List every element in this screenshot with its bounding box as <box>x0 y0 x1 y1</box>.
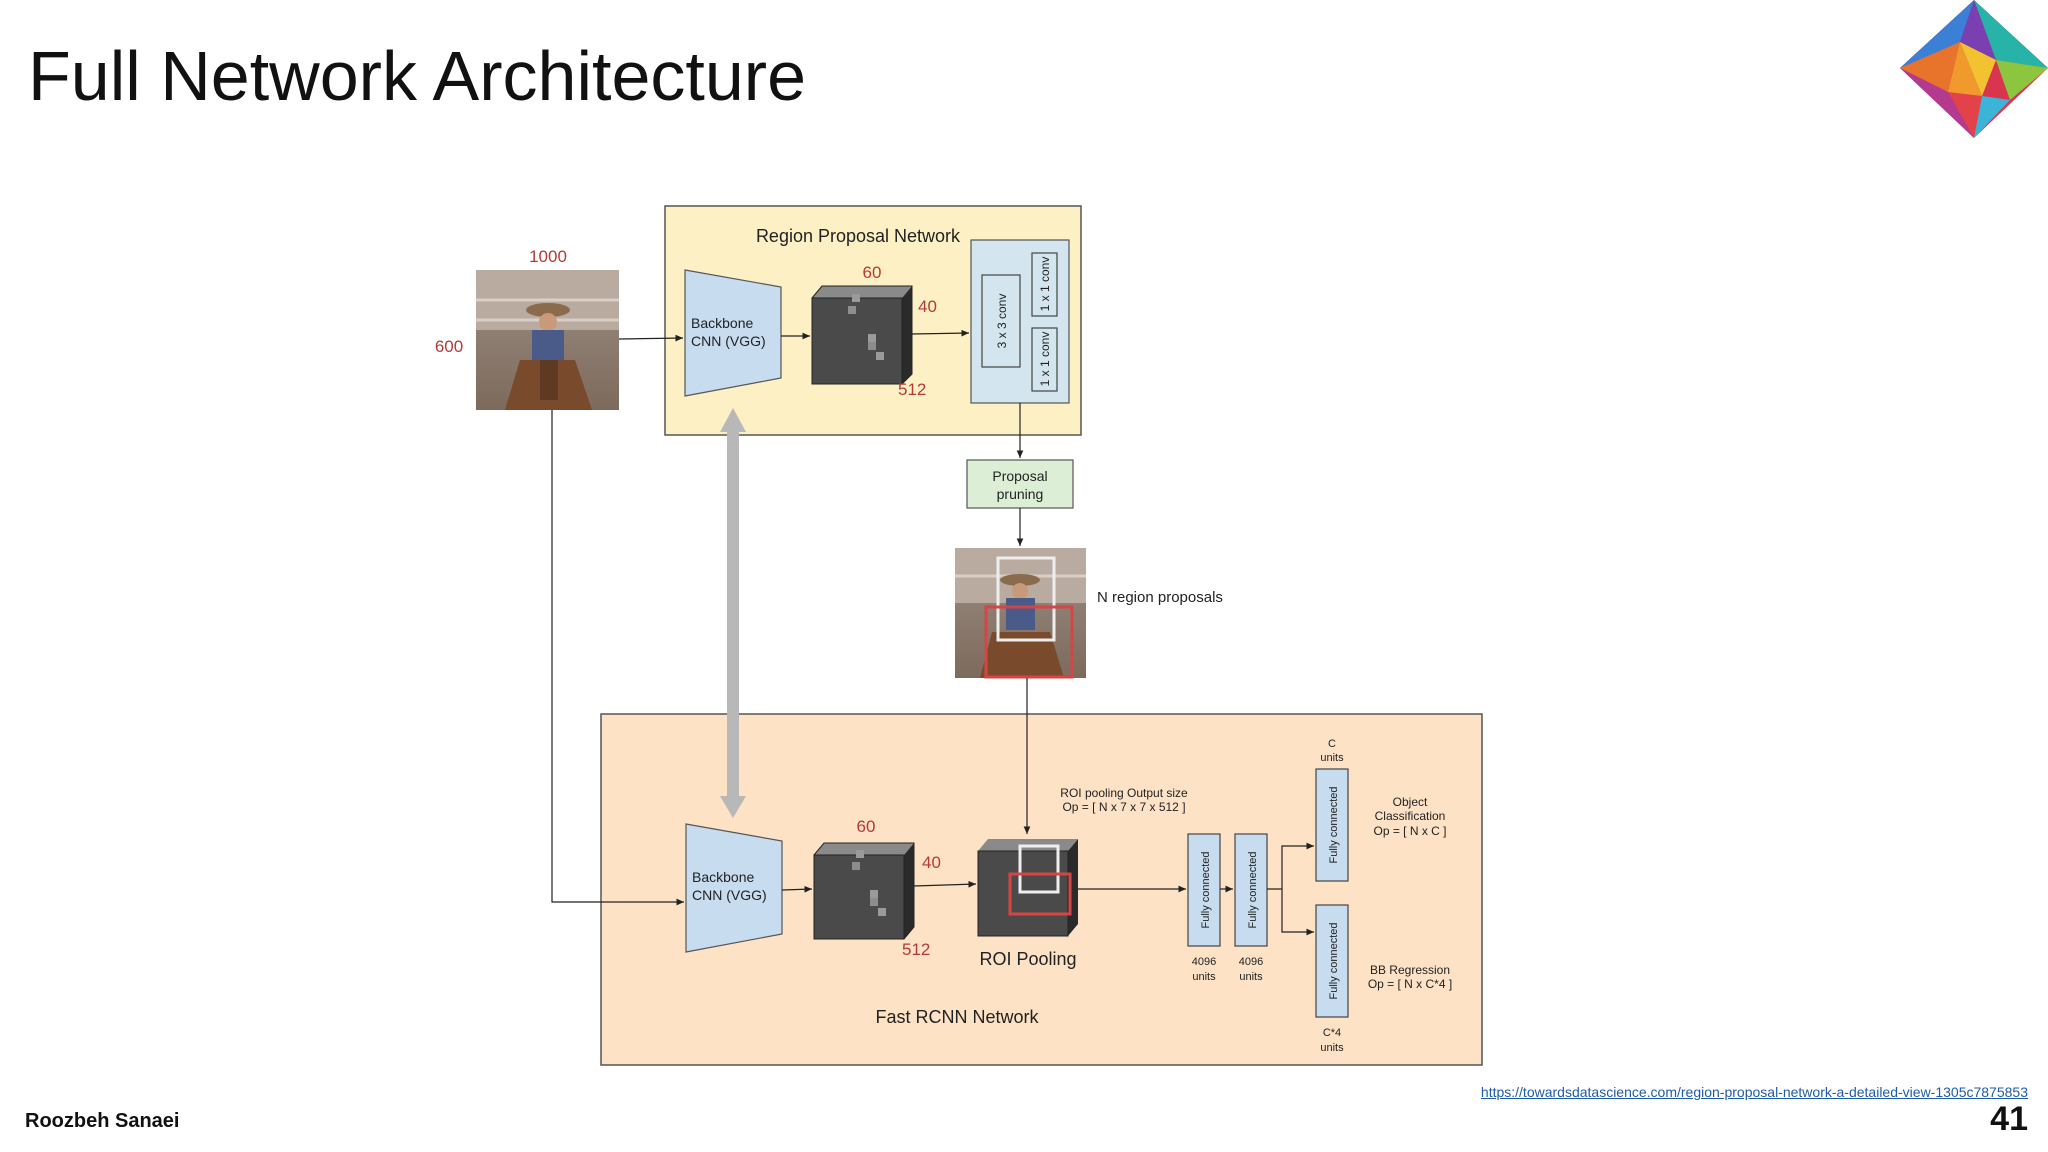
fast-fm-height-label: 40 <box>922 853 941 872</box>
input-height-label: 600 <box>435 337 463 356</box>
shared-weights-double-arrow <box>720 408 746 818</box>
roi-output-size-line1: ROI pooling Output size <box>1060 786 1188 800</box>
classification-line1: Object <box>1393 795 1428 809</box>
page-number: 41 <box>1990 1100 2028 1138</box>
fc-regression-block <box>1315 904 1349 1018</box>
fast-backbone-label-line1: Backbone <box>692 869 754 885</box>
connectors <box>551 329 1314 936</box>
c4-units-line1: C*4 <box>1323 1027 1341 1039</box>
fast-rcnn-title: Fast RCNN Network <box>875 1007 1039 1027</box>
rpn-fm-height-label: 40 <box>918 297 937 316</box>
proposal-pruning-line1: Proposal <box>992 468 1047 484</box>
fc2-block <box>1234 833 1268 947</box>
fc2-units-line1: 4096 <box>1239 956 1263 968</box>
conv-1x1-bottom-label: 1 x 1 conv <box>1038 332 1052 387</box>
conv-1x1-top-label: 1 x 1 conv <box>1038 257 1052 312</box>
slide-title: Full Network Architecture <box>28 37 807 115</box>
proposal-pruning-box <box>966 459 1074 509</box>
fast-backbone-cnn <box>685 823 783 953</box>
rpn-feature-map-cube <box>811 285 913 385</box>
fast-fm-depth-label: 512 <box>902 940 930 959</box>
roi-pooling-label: ROI Pooling <box>979 949 1076 969</box>
fc1-units-line2: units <box>1192 971 1216 983</box>
fc-classification-label: Fully connected <box>1328 786 1340 863</box>
c-units-line1: C <box>1328 738 1336 750</box>
fc-classification-block <box>1315 768 1349 882</box>
conv-3x3-label: 3 x 3 conv <box>995 294 1009 349</box>
proposals-label: N region proposals <box>1097 589 1223 606</box>
bb-regression-line1: BB Regression <box>1370 963 1450 977</box>
fc1-label: Fully connected <box>1200 851 1212 928</box>
proposals-image-cowboy-photo-with-boxes-icon <box>955 548 1086 679</box>
roi-output-size-line2: Op = [ N x 7 x 7 x 512 ] <box>1062 800 1185 814</box>
c-units-line2: units <box>1320 752 1344 764</box>
conv-3x3-block <box>981 274 1021 368</box>
fc2-units-line2: units <box>1239 971 1263 983</box>
input-width-label: 1000 <box>529 247 567 266</box>
bb-regression-line2: Op = [ N x C*4 ] <box>1368 977 1452 991</box>
rpn-title: Region Proposal Network <box>756 226 961 246</box>
rpn-backbone-cnn <box>684 269 782 397</box>
source-link[interactable]: https://towardsdatascience.com/region-pr… <box>1480 1084 2028 1100</box>
conv-1x1-bottom-block <box>1031 327 1058 392</box>
fc1-units-line1: 4096 <box>1192 956 1216 968</box>
classification-line2: Classification <box>1375 809 1446 823</box>
c4-units-line2: units <box>1320 1042 1344 1054</box>
fast-backbone-label-line2: CNN (VGG) <box>692 887 767 903</box>
rpn-fm-width-label: 60 <box>863 263 882 282</box>
fast-fm-width-label: 60 <box>857 817 876 836</box>
fast-feature-map-cube <box>813 842 915 940</box>
fc2-label: Fully connected <box>1247 851 1259 928</box>
rpn-backbone-label-line2: CNN (VGG) <box>691 333 766 349</box>
rpn-fm-depth-label: 512 <box>898 380 926 399</box>
proposal-pruning-line2: pruning <box>997 486 1044 502</box>
conv-1x1-top-block <box>1031 252 1058 317</box>
input-image-cowboy-photo-icon <box>476 270 619 410</box>
rpn-backbone-label-line1: Backbone <box>691 315 753 331</box>
author-name: Roozbeh Sanaei <box>25 1110 180 1132</box>
colorful-diamond-logo-icon <box>1900 0 2048 138</box>
fc-regression-label: Fully connected <box>1328 922 1340 999</box>
fc1-block <box>1187 833 1221 947</box>
classification-line3: Op = [ N x C ] <box>1373 824 1446 838</box>
roi-pooling-block <box>977 839 1078 937</box>
